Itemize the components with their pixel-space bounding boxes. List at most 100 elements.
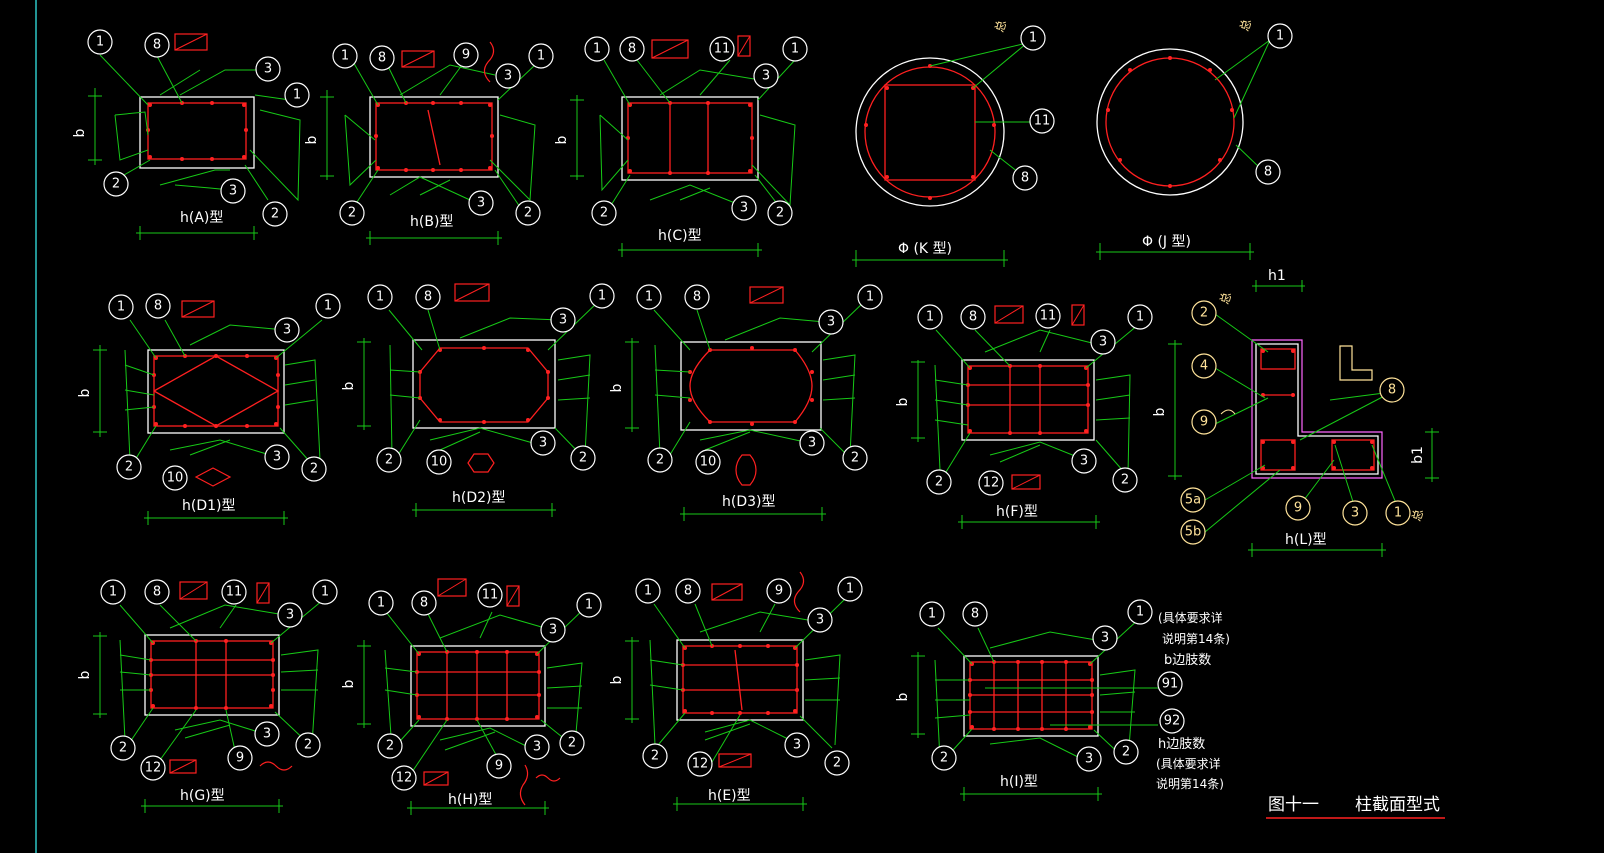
callout-bubble: 4 bbox=[1191, 353, 1217, 379]
callout-bubble: 1 bbox=[100, 579, 126, 605]
figure-title: 柱截面型式 bbox=[1355, 795, 1440, 815]
callout-bubble: 8 bbox=[1255, 159, 1281, 185]
callout-bubble: 12 bbox=[391, 765, 417, 791]
callout-bubble: 8 bbox=[415, 284, 441, 310]
callout-bubble: 1 bbox=[1267, 23, 1293, 49]
callout-number: 3 bbox=[477, 196, 485, 211]
callout-bubble: 10 bbox=[426, 449, 452, 475]
section-h-b-label: b bbox=[341, 679, 357, 688]
callout-bubble: 9 bbox=[766, 578, 792, 604]
callout-bubble: 1 bbox=[576, 592, 602, 618]
callout-bubble: 1 bbox=[919, 601, 945, 627]
callout-bubble: 2 bbox=[642, 743, 668, 769]
callout-number: 1 bbox=[537, 49, 545, 64]
callout-bubble: 9 bbox=[486, 753, 512, 779]
callout-number: 8 bbox=[153, 585, 161, 600]
callout-bubble: 3 bbox=[550, 307, 576, 333]
callout-number: 3 bbox=[740, 201, 748, 216]
callout-number: 1 bbox=[341, 49, 349, 64]
callout-bubble: 1 bbox=[87, 29, 113, 55]
callout-bubble: 3 bbox=[530, 430, 556, 456]
callout-number: 2 bbox=[310, 462, 318, 477]
callout-bubble: 3 bbox=[1342, 500, 1368, 526]
callout-bubble: 9 bbox=[1191, 409, 1217, 435]
section-d2-outline bbox=[412, 339, 556, 429]
callout-number: 9 bbox=[462, 48, 470, 63]
section-d1-outline bbox=[147, 349, 285, 434]
figure-number: 图十一 bbox=[1268, 795, 1319, 815]
callout-number: 2 bbox=[579, 451, 587, 466]
callout-bubble: 3 bbox=[1076, 746, 1102, 772]
section-h: b h(H)型 bbox=[341, 578, 589, 815]
callout-number: 3 bbox=[1099, 335, 1107, 350]
section-d1-title: h(D1)型 bbox=[182, 498, 235, 514]
callout-bubble: 8 bbox=[144, 579, 170, 605]
callout-bubble: 2 bbox=[931, 745, 957, 771]
section-a: b h(A)型 bbox=[72, 33, 301, 240]
section-b: b h(B)型 bbox=[304, 41, 536, 245]
callout-bubble: 3 bbox=[540, 617, 566, 643]
callout-number: 2 bbox=[833, 756, 841, 771]
callout-bubble: 1 bbox=[367, 284, 393, 310]
callout-bubble: 11 bbox=[709, 36, 735, 62]
callout-number: 1 bbox=[293, 88, 301, 103]
section-b-title: h(B)型 bbox=[410, 214, 453, 230]
callout-number: 1 bbox=[109, 585, 117, 600]
callout-bubble: 2 bbox=[926, 469, 952, 495]
callout-bubble: 8 bbox=[411, 590, 437, 616]
section-h-title: h(H)型 bbox=[448, 792, 492, 808]
callout-bubble: 3 bbox=[784, 732, 810, 758]
section-d1: b h(D1)型 bbox=[77, 300, 323, 525]
callout-bubble: 1 bbox=[284, 82, 310, 108]
callout-bubble: 3 bbox=[1071, 448, 1097, 474]
section-d2-title: h(D2)型 bbox=[452, 490, 505, 506]
section-j: 总 Φ (J 型) bbox=[1096, 18, 1271, 260]
callout-number: 8 bbox=[1388, 383, 1396, 398]
callout-bubble: 8 bbox=[684, 284, 710, 310]
section-g: b h(G)型 bbox=[77, 581, 324, 813]
callout-bubble: 11 bbox=[1035, 303, 1061, 329]
callout-number: 2 bbox=[385, 453, 393, 468]
section-c-stirrup bbox=[627, 102, 753, 174]
callout-bubble: 2 bbox=[515, 200, 541, 226]
callout-number: 3 bbox=[264, 62, 272, 77]
callout-bubble: 1 bbox=[782, 36, 808, 62]
callout-number: 1 bbox=[376, 290, 384, 305]
callout-bubble: 1 bbox=[1127, 599, 1153, 625]
callout-number: 3 bbox=[283, 323, 291, 338]
callout-number: 12 bbox=[396, 771, 413, 786]
callout-number: 8 bbox=[971, 607, 979, 622]
callout-bubble: 2 bbox=[103, 171, 129, 197]
section-l-zong-bottom: 总 bbox=[1409, 508, 1426, 523]
callout-number: 1 bbox=[324, 299, 332, 314]
callout-number: 5a bbox=[1185, 493, 1201, 508]
section-l-b-label: b bbox=[1152, 407, 1168, 416]
callout-bubble: 9 bbox=[1285, 495, 1311, 521]
callout-bubble: 3 bbox=[277, 602, 303, 628]
section-i-title: h(I)型 bbox=[1000, 774, 1038, 790]
section-d3-outline bbox=[680, 341, 822, 431]
callout-number: 2 bbox=[271, 207, 279, 222]
section-l-title: h(L)型 bbox=[1285, 532, 1327, 548]
callout-bubble: 8 bbox=[675, 578, 701, 604]
callout-number: 2 bbox=[304, 738, 312, 753]
section-j-zong: 总 bbox=[1237, 18, 1254, 33]
callout-bubble: 2 bbox=[1113, 739, 1139, 765]
callout-bubble: 1 bbox=[108, 294, 134, 320]
callout-number: 12 bbox=[692, 757, 709, 772]
callout-number: 1 bbox=[846, 582, 854, 597]
section-d1-b-label: b bbox=[77, 388, 93, 397]
callout-bubble: 3 bbox=[753, 63, 779, 89]
callout-bubble: 8 bbox=[619, 36, 645, 62]
callout-number: 3 bbox=[1085, 752, 1093, 767]
section-c-outline bbox=[621, 96, 759, 181]
callout-bubble: 3 bbox=[731, 195, 757, 221]
callout-bubble: 3 bbox=[274, 317, 300, 343]
callout-number: 2 bbox=[524, 206, 532, 221]
callout-bubble: 3 bbox=[264, 444, 290, 470]
callout-number: 2 bbox=[348, 206, 356, 221]
callout-bubble: 3 bbox=[254, 721, 280, 747]
callout-bubble: 3 bbox=[818, 309, 844, 335]
callout-bubble: 1 bbox=[1127, 304, 1153, 330]
callout-number: 5b bbox=[1185, 525, 1202, 540]
